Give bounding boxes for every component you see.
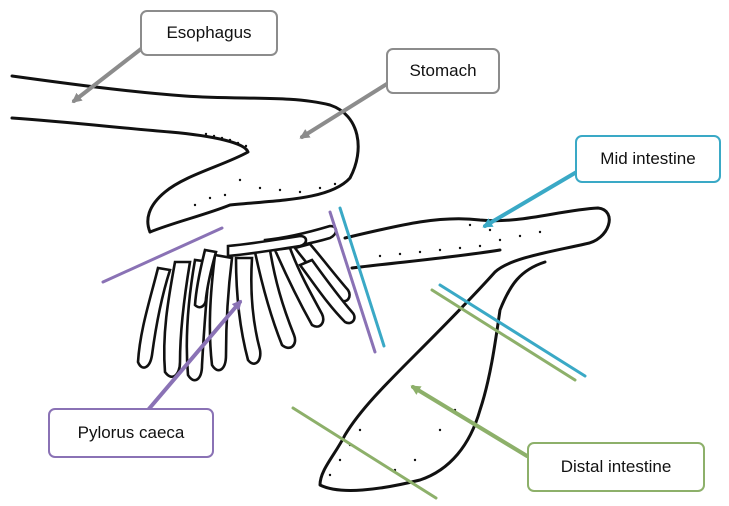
distal-intestine-label: Distal intestine <box>527 442 705 492</box>
stomach-label-text: Stomach <box>409 61 476 81</box>
pylorus-caeca-label: Pylorus caeca <box>48 408 214 458</box>
teal-division-right <box>440 285 585 376</box>
teal-division-left <box>340 208 384 346</box>
esophagus-label-text: Esophagus <box>166 23 251 43</box>
esophagus-outline-top <box>12 76 358 232</box>
green-division-lower <box>293 408 436 498</box>
mid-intestine-label-text: Mid intestine <box>600 149 695 169</box>
esophagus-outline-bottom <box>12 118 248 232</box>
distal-intestine-arrow <box>413 387 527 456</box>
stomach-arrow <box>302 82 390 137</box>
mid-intestine-lower-edge <box>352 250 500 268</box>
pylorus-caeca-label-text: Pylorus caeca <box>78 423 185 443</box>
distal-intestine-label-text: Distal intestine <box>561 457 672 477</box>
stomach-label: Stomach <box>386 48 500 94</box>
mid-intestine-label: Mid intestine <box>575 135 721 183</box>
esophagus-label: Esophagus <box>140 10 278 56</box>
pyloric-caeca <box>138 226 354 380</box>
